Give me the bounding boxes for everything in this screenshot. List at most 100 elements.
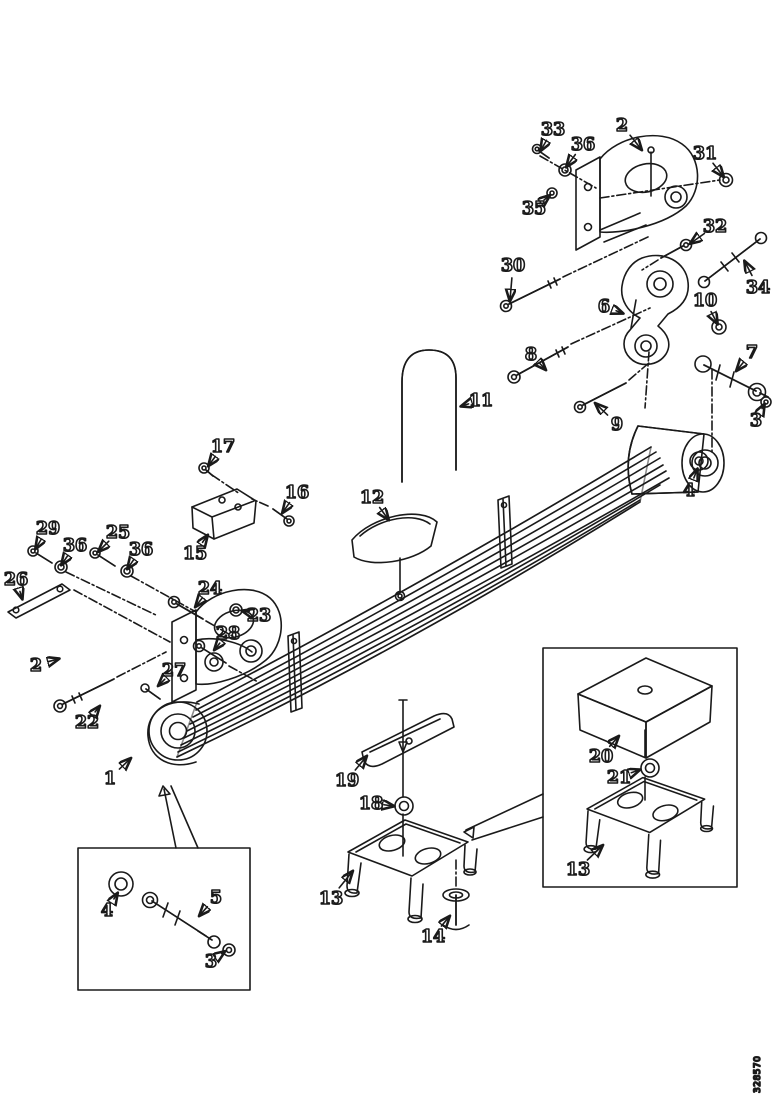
callout-leader-33	[541, 140, 547, 150]
callout-label-33: 33	[541, 120, 565, 140]
callout-label-23: 23	[247, 606, 271, 626]
nut-31	[718, 172, 734, 188]
callout-label-2: 2	[30, 656, 42, 676]
nut-3-inset	[222, 943, 236, 957]
bolt-8	[507, 346, 569, 384]
callout-leader-11	[462, 404, 469, 406]
callout-label-18: 18	[359, 794, 383, 814]
callout-leader-12	[380, 506, 388, 519]
spacer-14	[442, 888, 470, 931]
washer-10	[711, 319, 727, 335]
leaf-spring	[147, 425, 725, 766]
callout-leader-23	[243, 611, 246, 612]
spring-pad-12	[351, 513, 438, 602]
rear-spring-bracket	[575, 134, 699, 251]
callout-leader-13	[338, 872, 352, 889]
callout-label-19: 19	[335, 771, 359, 791]
callout-leader-24	[196, 598, 202, 606]
callout-leader-15	[202, 536, 207, 542]
callout-leader-36	[62, 556, 68, 564]
callout-leader-21	[631, 770, 639, 773]
bolt-32	[660, 238, 693, 259]
callout-label-5: 5	[210, 888, 222, 908]
spring-rear-eye	[627, 425, 725, 495]
callout-leader-26	[20, 591, 22, 598]
callout-label-32: 32	[703, 217, 727, 237]
clamp-15	[191, 488, 257, 540]
callout-leader-20	[610, 737, 618, 746]
callout-label-21: 21	[607, 768, 631, 788]
nut-18	[394, 796, 414, 816]
bolt-28	[192, 639, 227, 664]
callout-leader-29	[36, 539, 41, 548]
rubber-block-20	[577, 657, 713, 759]
rivet-17	[198, 462, 214, 477]
nut-36-left-1	[54, 560, 68, 574]
callout-label-4: 4	[101, 901, 113, 921]
callout-label-36: 36	[63, 536, 87, 556]
callout-leader-19	[354, 757, 366, 771]
callout-leader-34	[745, 262, 752, 277]
strip-26	[7, 583, 71, 619]
callout-leader-2	[630, 134, 641, 149]
bolt-24	[167, 595, 204, 620]
callout-label-9: 9	[611, 415, 623, 435]
callout-leader-8	[540, 364, 545, 369]
callout-leader-14	[441, 917, 449, 926]
callout-leader-27	[159, 679, 165, 685]
callout-label-12: 12	[360, 488, 384, 508]
bolt-30	[499, 277, 561, 313]
callout-leader-28	[215, 643, 220, 649]
callout-leader-2	[49, 659, 58, 662]
callout-leader-13	[586, 846, 602, 861]
bushing-pin-5	[141, 891, 221, 949]
bolt-22	[53, 678, 115, 713]
callout-label-14: 14	[421, 927, 445, 947]
callout-label-25: 25	[106, 523, 130, 543]
callout-leader-7	[737, 362, 744, 370]
callout-label-1: 1	[104, 769, 116, 789]
callout-leader-35	[544, 196, 549, 200]
callout-leader-9	[596, 404, 608, 416]
callout-leader-6	[616, 311, 622, 313]
callout-leader-3	[222, 952, 224, 954]
callout-label-31: 31	[693, 144, 717, 164]
callout-leader-3	[762, 405, 764, 409]
callout-label-3: 3	[750, 411, 762, 431]
corner-code: 328570	[753, 1056, 763, 1093]
callout-leader-25	[99, 541, 109, 551]
snap-ring-4	[108, 871, 134, 897]
nut-36-left-2	[120, 564, 134, 578]
callout-label-35: 35	[522, 199, 546, 219]
callout-leader-5	[200, 907, 207, 915]
center-bolt-line	[398, 699, 408, 857]
bolt-29	[27, 545, 53, 564]
pin-34	[697, 231, 768, 289]
spring-shackle	[620, 254, 690, 366]
bolt-9	[573, 382, 627, 414]
callout-label-13: 13	[566, 860, 590, 880]
callout-label-13: 13	[319, 889, 343, 909]
spring-saddle	[344, 819, 478, 924]
callout-leader-36	[128, 560, 134, 568]
detail-inset-right	[463, 647, 738, 888]
callout-label-29: 29	[36, 519, 60, 539]
callout-leader-4	[694, 470, 697, 478]
callout-label-17: 17	[211, 437, 235, 457]
callout-leader-4	[114, 894, 117, 899]
callout-leader-30	[510, 277, 512, 300]
callout-label-16: 16	[285, 483, 309, 503]
callout-label-28: 28	[216, 624, 240, 644]
callout-leader-1	[119, 759, 130, 769]
callout-leader-16	[283, 503, 290, 512]
callout-label-11: 11	[469, 391, 493, 411]
callout-label-8: 8	[525, 345, 537, 365]
callout-label-20: 20	[589, 747, 613, 767]
callout-label-36: 36	[571, 135, 595, 155]
callout-leader-36	[567, 155, 575, 166]
washer-35	[546, 187, 558, 199]
callout-label-6: 6	[598, 297, 610, 317]
u-bolt	[401, 349, 457, 483]
